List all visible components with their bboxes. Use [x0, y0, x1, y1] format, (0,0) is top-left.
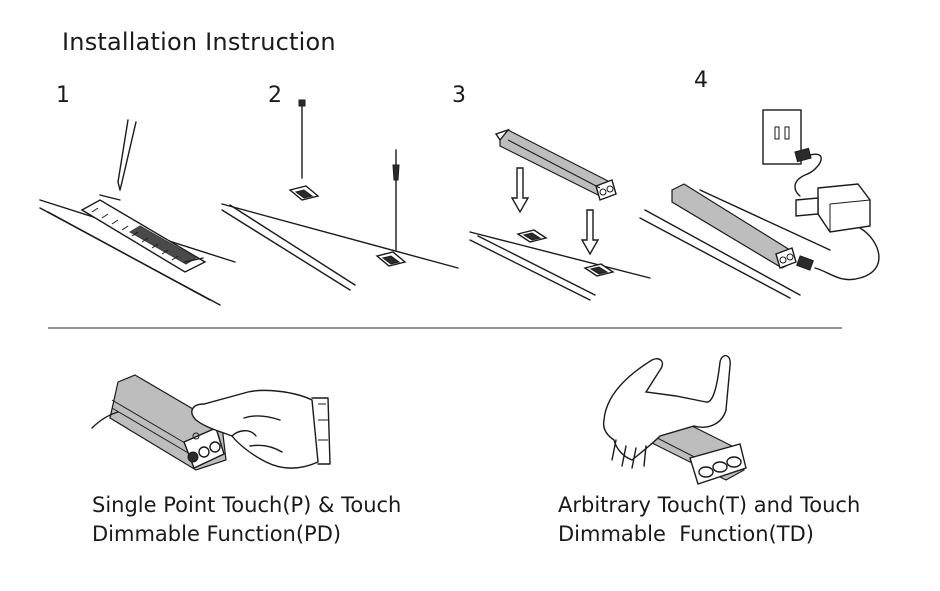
td-caption-line-2: Dimmable Function(TD) [558, 522, 814, 546]
step-3-number: 3 [452, 83, 466, 108]
step-4-number: 4 [694, 68, 708, 93]
td-touch-illustration [602, 355, 747, 485]
pd-function-caption: Single Point Touch(P) & Touch Dimmable F… [92, 491, 401, 549]
step-1-number: 1 [56, 83, 70, 108]
step-2-number: 2 [268, 83, 282, 108]
pd-touch-illustration [91, 374, 331, 471]
step-1-illustration [39, 119, 236, 306]
td-function-caption: Arbitrary Touch(T) and Touch Dimmable Fu… [558, 491, 860, 549]
pd-caption-line-2: Dimmable Function(PD) [92, 522, 342, 546]
step-3-illustration [469, 128, 651, 301]
page-title: Installation Instruction [62, 28, 336, 56]
step-4-illustration [639, 109, 880, 299]
pd-caption-line-1: Single Point Touch(P) & Touch [92, 493, 402, 517]
step-2-illustration [221, 99, 459, 291]
td-caption-line-1: Arbitrary Touch(T) and Touch [558, 493, 861, 517]
